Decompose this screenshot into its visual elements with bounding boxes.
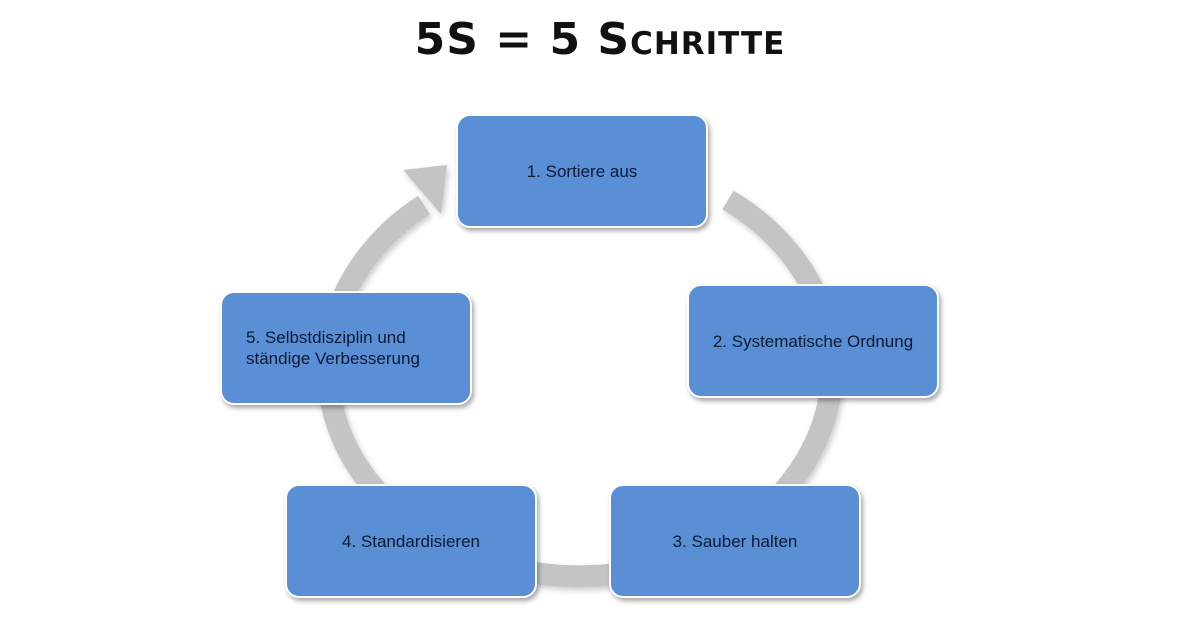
step-label: 5. Selbstdisziplin und ständige Verbesse… — [246, 328, 420, 368]
step-label: 3. Sauber halten — [672, 531, 798, 551]
step-label: 1. Sortiere aus — [526, 161, 638, 181]
step-2-box: 2. Systematische Ordnung — [687, 284, 939, 398]
step-4-box: 4. Standardisieren — [285, 484, 537, 598]
step-1-box: 1. Sortiere aus — [456, 114, 708, 228]
step-5-box: 5. Selbstdisziplin und ständige Verbesse… — [220, 291, 472, 405]
step-label: 2. Systematische Ordnung — [712, 331, 914, 351]
diagram-title: 5S = 5 Schritte — [414, 14, 786, 65]
step-label: 4. Standardisieren — [342, 531, 480, 551]
arrowhead-icon — [403, 165, 447, 214]
step-3-box: 3. Sauber halten — [609, 484, 861, 598]
